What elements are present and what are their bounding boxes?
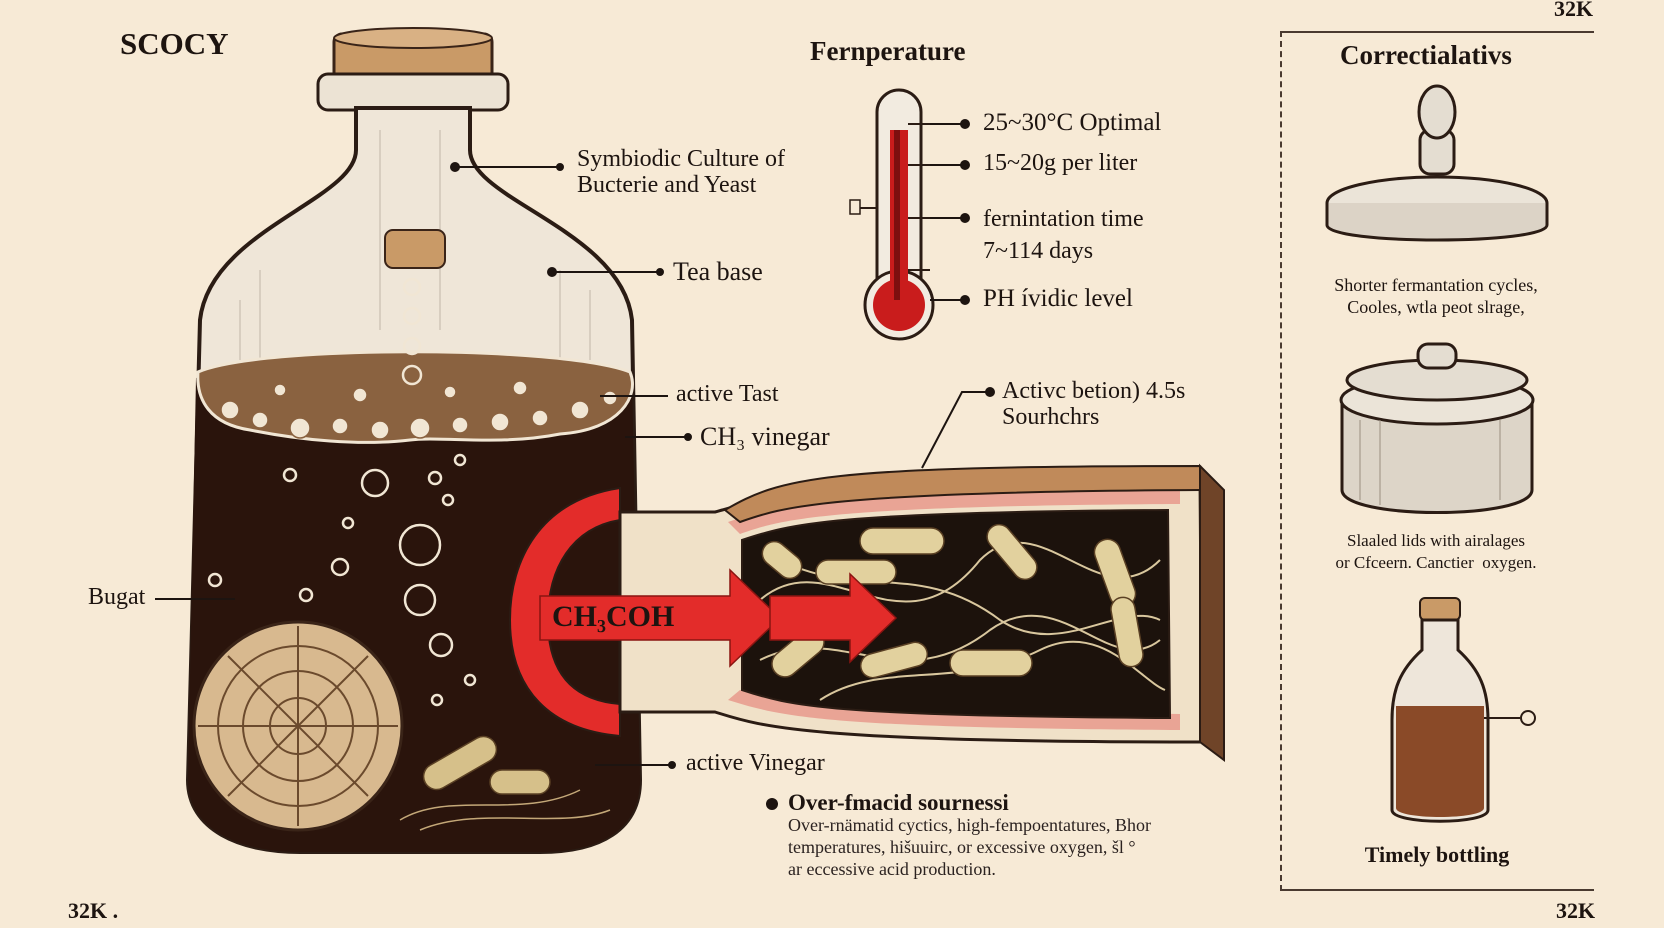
thermometer (849, 88, 935, 341)
corner-label-bottom-left: 32K . (68, 898, 119, 923)
fermentation-jar (185, 27, 643, 854)
bubbles (207, 277, 477, 707)
label-active-vinegar: active Vinegar (686, 750, 825, 776)
sealed-pot-illustration (1339, 342, 1535, 514)
label-bugat: Bugat (88, 584, 146, 610)
warning-bullet (766, 798, 778, 810)
correction-item-timely-bottling: Timely bottling (1364, 842, 1510, 867)
corrections-title: Correctialativs (1340, 40, 1512, 70)
cross-section-tube (508, 463, 1225, 762)
corner-label-bottom-right: 32K (1556, 898, 1596, 923)
leader-lines (155, 119, 995, 769)
conversion-arrow (539, 568, 898, 668)
arrow-label-ch3coh: CH₃COH (552, 600, 675, 633)
warning-body: Over-rnämatid cyctics, high-fempoentatur… (788, 815, 1152, 879)
label-ch3-vinegar: CH₃ vinegar (700, 422, 830, 451)
label-active-yeast: active Tast (676, 381, 779, 407)
correction-item-shorter-cycles: Shorter fermantation cycles, Cooles, wtl… (1334, 275, 1538, 317)
temperature-item-ph: PH ívidic level (983, 285, 1133, 312)
label-tea-base: Tea base (673, 257, 763, 286)
bacteria-cells (761, 523, 1144, 679)
correction-item-sealed-lids: Slaaled lids with airalages or Cfceern. … (1335, 531, 1537, 572)
page-title: SCOCY (120, 26, 229, 61)
corrections-panel (1280, 31, 1594, 891)
cross-section-annotation: Activc betion) 4.5s Sourhchrs (1002, 378, 1186, 430)
warning-title: Over-fmacid sournessi (788, 790, 1009, 815)
temperature-item-time: fernintation time 7~114 days (983, 206, 1144, 264)
jar-rim (316, 72, 510, 112)
temperature-item-optimal: 25~30°C Optimal (983, 109, 1162, 136)
scoby-disc (192, 620, 404, 832)
lid-illustration (1325, 84, 1549, 242)
bottle-illustration (1390, 597, 1536, 823)
label-symbiotic-culture: Symbiodic Culture of Bucterie and Yeast (577, 146, 785, 198)
corner-label-top-right: 32K (1554, 0, 1594, 21)
temperature-title: Fernperature (810, 36, 966, 66)
temperature-item-sugar: 15~20g per liter (983, 150, 1138, 176)
